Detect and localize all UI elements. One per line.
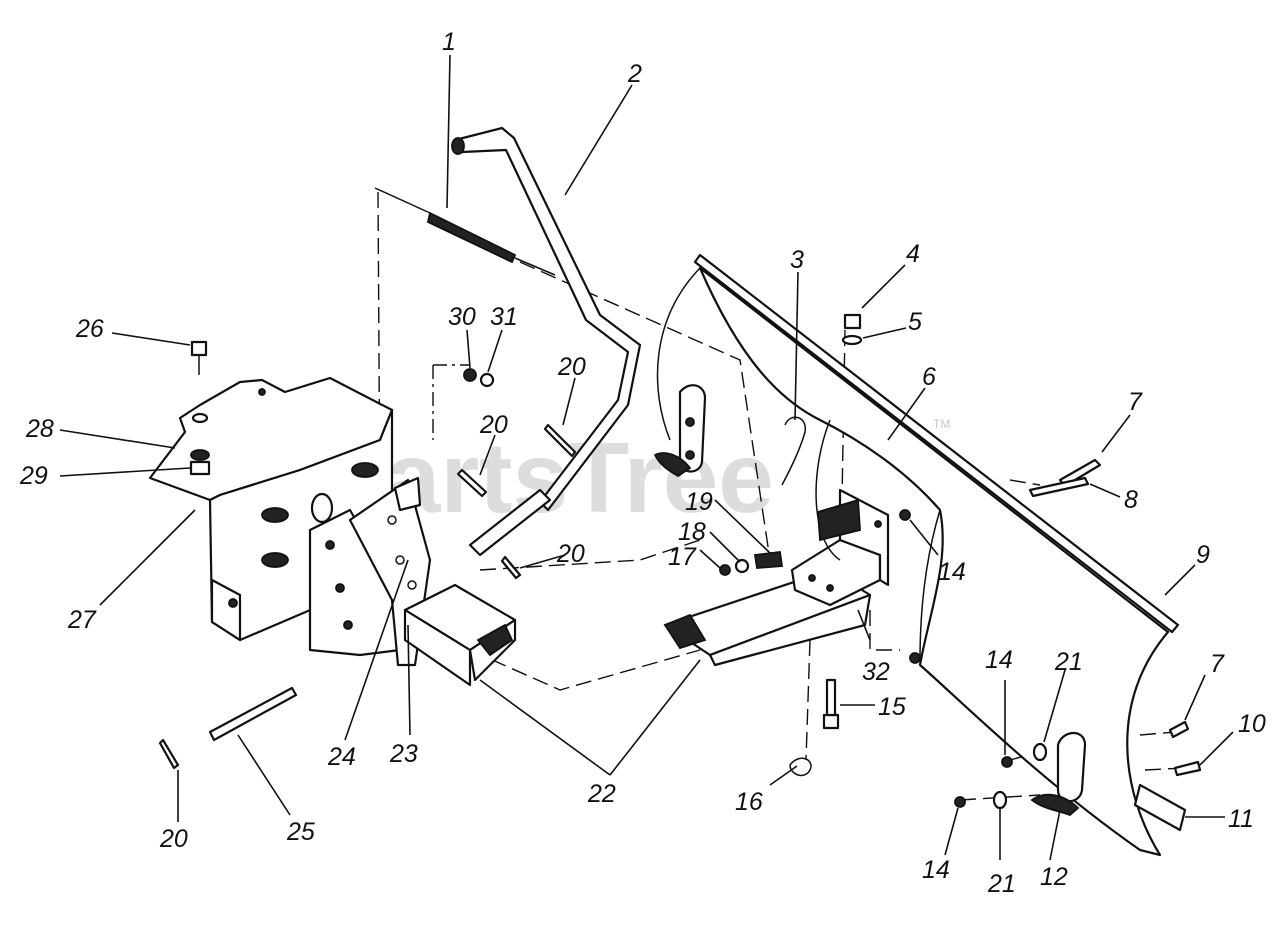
callout-28: 28 [25,415,54,443]
callout-7-upper: 7 [1128,388,1143,416]
callouts: 1 2 3 4 5 6 7 7 8 9 10 11 12 14 14 14 15… [19,28,1266,898]
callout-21-lower: 21 [987,870,1016,898]
callout-24: 24 [327,743,356,771]
hardware [158,313,1202,810]
leader-lines [59,54,1234,861]
callout-1: 1 [442,28,456,56]
callout-9: 9 [1196,541,1210,569]
callout-14-lower: 14 [922,856,950,884]
callout-4: 4 [906,240,920,268]
skid-shoe-left [653,384,707,478]
callout-15: 15 [878,693,906,721]
callout-10: 10 [1238,710,1266,738]
callout-11: 11 [1228,805,1254,833]
callout-26: 26 [75,315,104,343]
lift-handle [451,126,642,557]
callout-20-mid: 20 [479,411,508,439]
callout-12: 12 [1040,863,1068,891]
callout-32: 32 [862,658,890,686]
callout-14-upper: 14 [985,646,1013,674]
dozer-blade [656,253,1187,857]
callout-14-right: 14 [938,558,966,586]
callout-30: 30 [448,303,476,331]
callout-22: 22 [587,780,616,808]
callout-20-top: 20 [557,353,586,381]
watermark-trademark: TM [933,417,950,431]
callout-25: 25 [286,818,315,846]
callout-20-right: 20 [556,540,585,568]
callout-3: 3 [790,246,804,274]
callout-2: 2 [627,60,642,88]
callout-17: 17 [668,543,697,571]
callout-20-bottom: 20 [159,825,188,853]
callout-16: 16 [735,788,763,816]
callout-29: 29 [19,462,48,490]
callout-8: 8 [1124,486,1138,514]
callout-6: 6 [922,363,936,391]
callout-5: 5 [908,308,922,336]
skid-shoe-right [1030,731,1087,817]
callout-18: 18 [678,518,706,546]
callout-7-lower: 7 [1210,650,1225,678]
callout-31: 31 [490,303,518,331]
callout-19: 19 [685,488,713,516]
spring-assembly [374,187,556,276]
callout-23: 23 [389,740,418,768]
callout-27: 27 [67,606,97,634]
callout-21-upper: 21 [1054,648,1083,676]
